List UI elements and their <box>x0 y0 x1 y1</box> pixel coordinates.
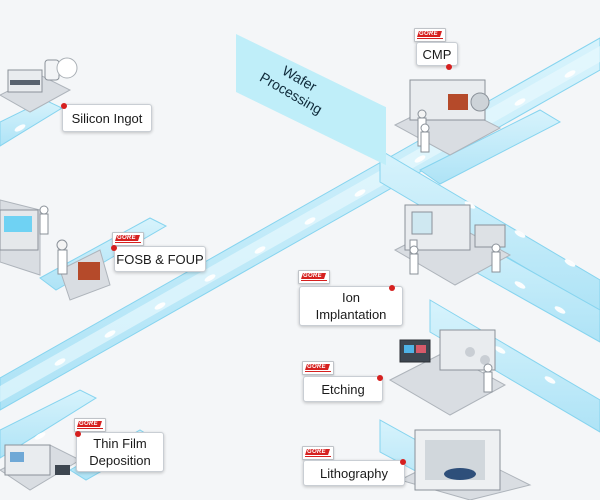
lithography-station <box>398 429 532 500</box>
label-etching[interactable]: Etching <box>303 376 383 402</box>
gore-logo-icon: GORE <box>74 418 106 432</box>
label-silicon-ingot-text: Silicon Ingot <box>71 110 143 126</box>
gore-logo-icon: GORE <box>298 270 330 284</box>
marker-dot-cmp <box>446 64 452 70</box>
label-thin-film-deposition[interactable]: Thin Film Deposition <box>76 432 164 472</box>
fosb-foup-station <box>0 199 111 301</box>
label-cmp-text: CMP <box>422 46 452 62</box>
label-thin-film-deposition-text: Thin Film Deposition <box>89 436 151 468</box>
operator-figures <box>39 123 501 393</box>
label-lithography[interactable]: Lithography <box>303 460 405 486</box>
marker-dot-silicon-ingot <box>61 103 67 109</box>
gore-logo-icon: GORE <box>414 28 446 42</box>
label-ion-implantation-text: Ion Implantation <box>315 290 387 322</box>
silicon-ingot-station <box>0 57 78 113</box>
thin-film-station <box>0 444 82 491</box>
marker-dot-thin-film-deposition <box>75 431 81 437</box>
marker-dot-lithography <box>400 459 406 465</box>
gore-logo-icon: GORE <box>302 361 334 375</box>
marker-dot-ion-implantation <box>389 285 395 291</box>
label-fosb-foup-text: FOSB & FOUP <box>116 251 204 267</box>
ion-implantation-station <box>393 204 512 286</box>
marker-dot-fosb-foup <box>111 245 117 251</box>
etching-station <box>388 329 507 416</box>
label-fosb-foup[interactable]: FOSB & FOUP <box>114 246 206 272</box>
label-etching-text: Etching <box>321 381 365 397</box>
cmp-station <box>393 79 502 156</box>
gore-logo-icon: GORE <box>302 446 334 460</box>
label-silicon-ingot[interactable]: Silicon Ingot <box>62 104 152 132</box>
gore-logo-icon: GORE <box>112 232 144 246</box>
label-cmp[interactable]: CMP <box>416 42 458 66</box>
label-lithography-text: Lithography <box>320 465 388 481</box>
marker-dot-etching <box>377 375 383 381</box>
label-ion-implantation[interactable]: Ion Implantation <box>299 286 403 326</box>
